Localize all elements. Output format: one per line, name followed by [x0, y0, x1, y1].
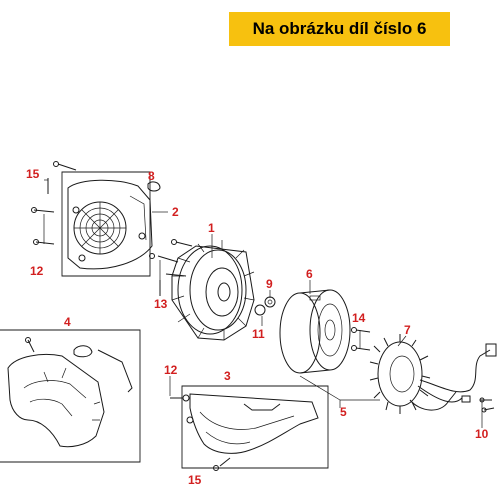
- callout-1: 1: [208, 221, 215, 235]
- stator-part: [369, 334, 497, 414]
- callout-6: 6: [306, 267, 313, 281]
- callout-12-bottom: 12: [164, 363, 178, 377]
- callout-9: 9: [266, 277, 273, 291]
- nut-and-washer: [254, 296, 276, 326]
- callout-12-top: 12: [30, 264, 44, 278]
- callout-2: 2: [172, 205, 179, 219]
- callout-7: 7: [404, 323, 411, 337]
- shroud-lower-frame: [181, 385, 329, 469]
- callout-10: 10: [475, 427, 489, 441]
- part-number-banner: Na obrázku díl číslo 6: [229, 12, 450, 46]
- shroud-lower-part: [170, 393, 319, 471]
- callout-8: 8: [148, 169, 155, 183]
- callout-15-top: 15: [26, 167, 40, 181]
- fan-cover-screws: [31, 161, 77, 245]
- callout-labels: 1 2 3 4 5 6 7 8 9 10 11 12 12 13 14 15 1…: [26, 167, 489, 487]
- shroud-upper-part: [7, 337, 133, 448]
- leader-lines: [152, 211, 483, 428]
- callout-3: 3: [224, 369, 231, 383]
- callout-15-bottom: 15: [188, 473, 202, 487]
- callout-14: 14: [352, 311, 366, 325]
- callout-13: 13: [154, 297, 168, 311]
- callout-5: 5: [340, 405, 347, 419]
- fan-cover-part: [67, 179, 161, 270]
- callout-11: 11: [252, 327, 265, 341]
- rotor-part: [279, 289, 351, 374]
- flywheel-fan-part: [149, 239, 255, 341]
- stator-screws: [351, 327, 371, 351]
- fan-cover-frame: [61, 171, 151, 277]
- callout-4: 4: [64, 315, 71, 329]
- shroud-upper-frame: [0, 329, 141, 463]
